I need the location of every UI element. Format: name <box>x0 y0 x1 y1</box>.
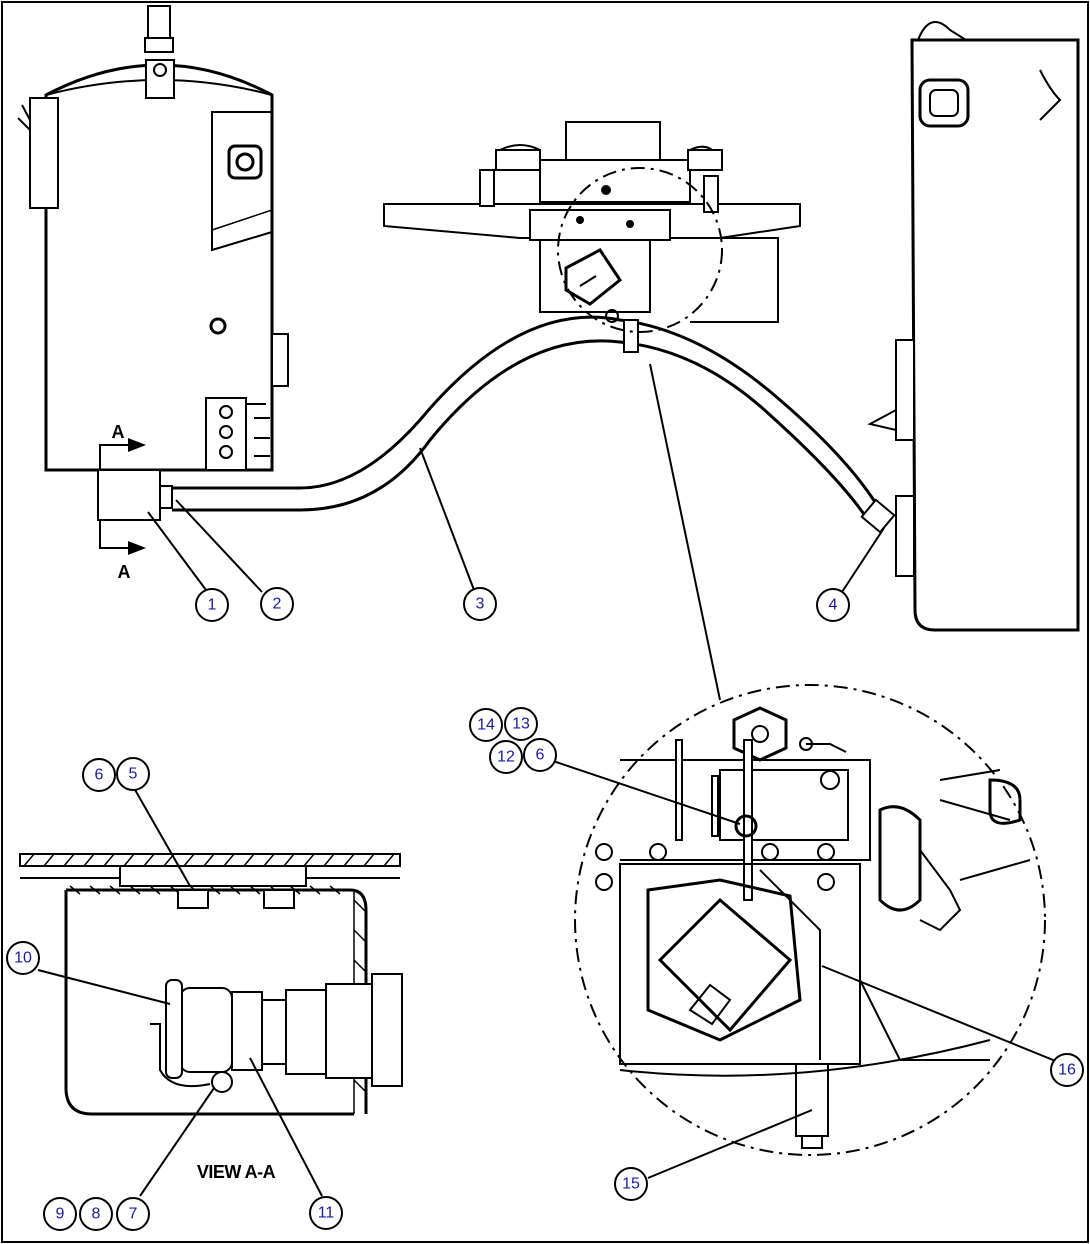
callout-9-text: 9 <box>56 1206 65 1223</box>
valve-body <box>97 469 161 521</box>
callout-14-text: 14 <box>477 717 495 734</box>
zoom-detail <box>574 684 1046 1156</box>
section-view-a-a <box>19 853 403 1116</box>
callout-15-text: 15 <box>622 1176 640 1193</box>
callout-8: 8 <box>79 1197 113 1231</box>
cabinet <box>867 21 1080 632</box>
callout-1-text: 1 <box>208 597 217 614</box>
callout-5: 5 <box>116 757 150 791</box>
callout-2: 2 <box>260 587 294 621</box>
view-label: VIEW A-A <box>197 1162 276 1182</box>
callout-10: 10 <box>6 941 40 975</box>
callout-7-text: 7 <box>129 1206 138 1223</box>
callout-16-text: 16 <box>1058 1062 1076 1079</box>
pump-assembly <box>383 121 801 353</box>
callout-7: 7 <box>116 1197 150 1231</box>
callout-6-section-text: 6 <box>95 767 104 784</box>
callout-16: 16 <box>1050 1053 1084 1087</box>
section-mark-bottom: A <box>118 562 131 582</box>
callout-8-text: 8 <box>92 1206 101 1223</box>
callout-6-detail: 6 <box>523 738 557 772</box>
hose <box>172 315 896 534</box>
callout-1: 1 <box>195 588 229 622</box>
callout-11-text: 11 <box>318 1205 335 1222</box>
callout-6-detail-text: 6 <box>536 747 545 764</box>
callout-13: 13 <box>504 707 538 741</box>
section-mark-top: A <box>112 422 125 442</box>
callout-13-text: 13 <box>512 716 530 733</box>
callout-11: 11 <box>309 1196 343 1230</box>
callout-4-text: 4 <box>829 597 838 614</box>
callout-5-text: 5 <box>129 766 138 783</box>
callout-6-section: 6 <box>82 758 116 792</box>
callout-10-text: 10 <box>14 950 32 967</box>
callout-2-text: 2 <box>273 596 282 613</box>
callout-3: 3 <box>463 587 497 621</box>
detail-leader <box>649 363 721 701</box>
callout-15: 15 <box>614 1167 648 1201</box>
callout-3-text: 3 <box>476 596 485 613</box>
callout-9: 9 <box>43 1197 77 1231</box>
callout-12-text: 12 <box>497 749 515 766</box>
tank-assembly <box>17 5 289 555</box>
callout-4: 4 <box>816 588 850 622</box>
leader-lines <box>37 447 1059 1197</box>
callout-14: 14 <box>469 708 503 742</box>
callout-12: 12 <box>489 740 523 774</box>
